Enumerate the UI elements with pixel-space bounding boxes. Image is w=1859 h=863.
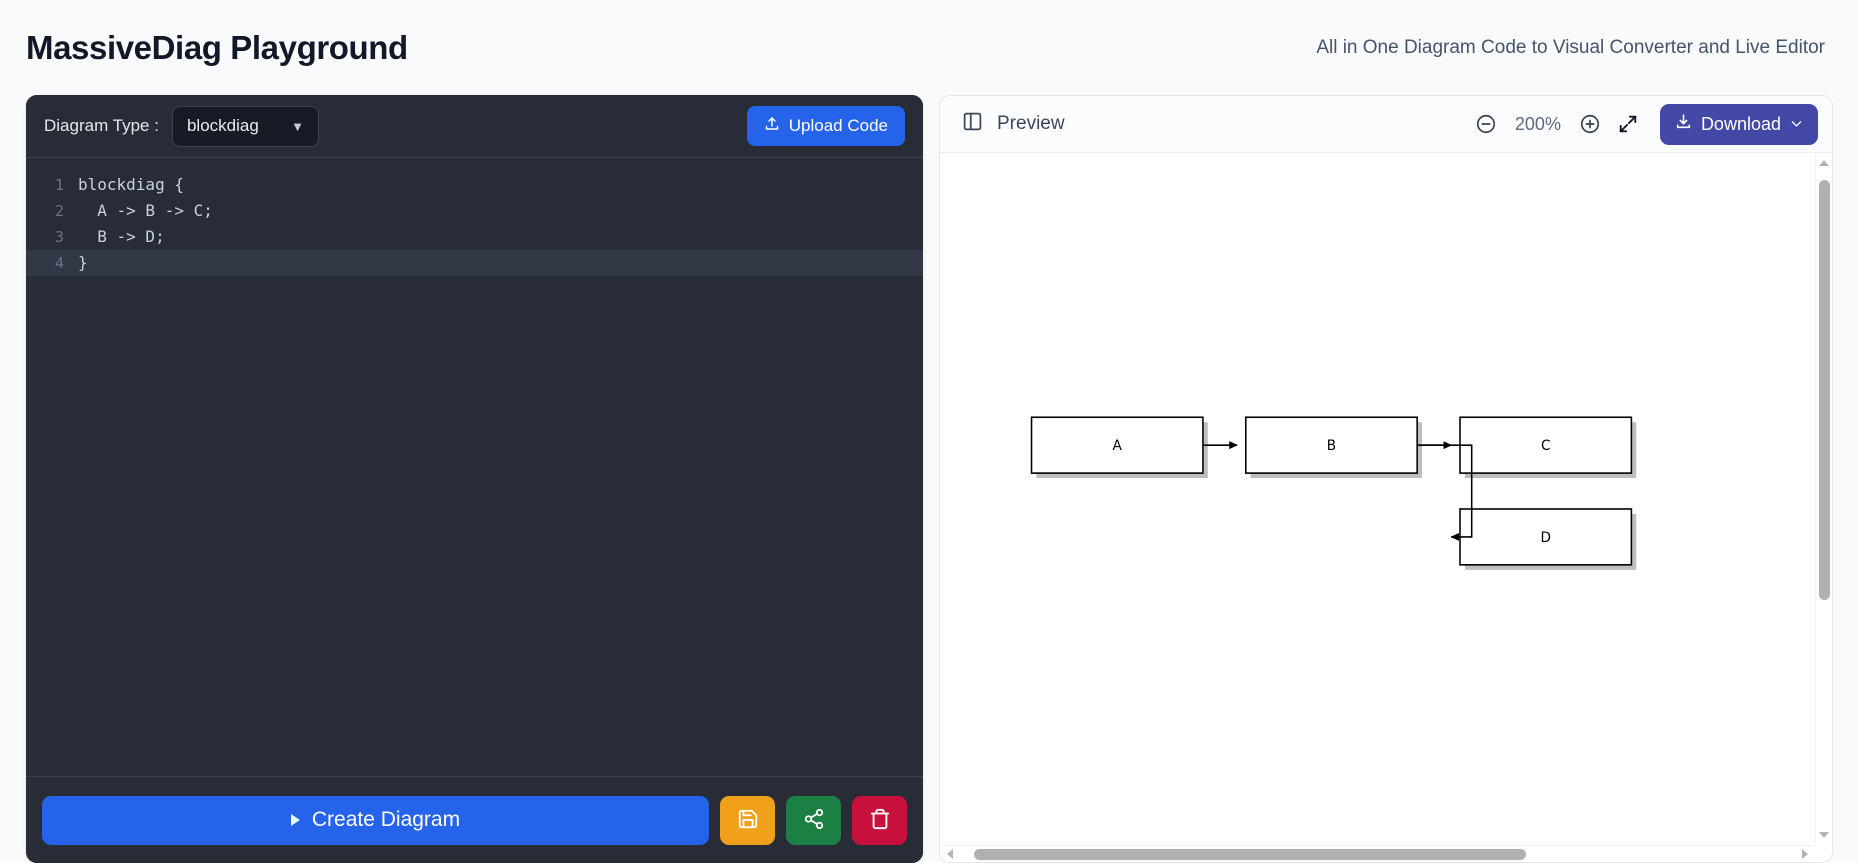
preview-title: Preview — [997, 113, 1065, 134]
download-button[interactable]: Download — [1659, 103, 1818, 145]
create-diagram-button[interactable]: Create Diagram — [42, 795, 709, 845]
panel-layout-icon[interactable] — [962, 111, 983, 137]
diagram-node-A: A — [1030, 416, 1204, 474]
line-number: 4 — [54, 254, 64, 272]
diagram-node-C: C — [1459, 416, 1633, 474]
editor-pane: Diagram Type : blockdiag ▼ Upload Code 1… — [26, 95, 923, 863]
download-icon — [1675, 113, 1692, 135]
preview-header: Preview 200% — [940, 96, 1832, 153]
upload-code-button[interactable]: Upload Code — [746, 106, 905, 146]
blockdiag-rendered-diagram: A B C D — [1030, 416, 1637, 570]
editor-toolbar: Diagram Type : blockdiag ▼ Upload Code — [26, 95, 923, 157]
diagram-edge-B-D — [1417, 444, 1473, 541]
diagram-node-B: B — [1244, 416, 1418, 474]
download-label: Download — [1700, 113, 1781, 134]
line-text: blockdiag { — [78, 175, 184, 194]
scroll-down-arrow-icon[interactable] — [1819, 832, 1829, 838]
line-text: A -> B -> C; — [78, 201, 213, 220]
scroll-up-arrow-icon[interactable] — [1819, 160, 1829, 166]
diagram-type-group: Diagram Type : blockdiag ▼ — [44, 105, 319, 147]
diagram-type-value: blockdiag — [186, 116, 259, 135]
node-label: A — [1113, 438, 1123, 454]
floppy-disk-icon — [737, 808, 759, 833]
horizontal-scroll-thumb[interactable] — [974, 849, 1526, 860]
fullscreen-button[interactable] — [1616, 112, 1640, 136]
delete-button[interactable] — [852, 795, 907, 845]
zoom-out-button[interactable] — [1474, 112, 1498, 136]
diagram-type-select[interactable]: blockdiag ▼ — [171, 105, 319, 147]
create-diagram-label: Create Diagram — [311, 808, 461, 831]
save-button[interactable] — [720, 795, 775, 845]
zoom-level: 200% — [1514, 113, 1561, 134]
scroll-left-arrow-icon[interactable] — [947, 849, 953, 859]
upload-icon — [764, 116, 780, 137]
preview-toolbar: 200% — [1474, 103, 1818, 145]
scroll-right-arrow-icon[interactable] — [1802, 849, 1808, 859]
line-number: 3 — [54, 228, 64, 246]
chevron-down-icon: ▼ — [291, 118, 304, 134]
app-tagline: All in One Diagram Code to Visual Conver… — [1316, 36, 1825, 58]
node-label: C — [1541, 438, 1551, 454]
chevron-down-icon — [1790, 114, 1803, 135]
play-icon — [290, 814, 300, 826]
code-editor[interactable]: 1 blockdiag { 2 A -> B -> C; 3 B -> D; 4… — [26, 157, 923, 777]
vertical-scroll-thumb[interactable] — [1819, 180, 1830, 600]
page-title: MassiveDiag Playground — [26, 28, 408, 66]
editor-action-bar: Create Diagram — [26, 777, 923, 863]
line-text: B -> D; — [78, 227, 165, 246]
share-button[interactable] — [786, 795, 841, 845]
node-label: D — [1540, 530, 1550, 546]
code-line[interactable]: 2 A -> B -> C; — [26, 198, 923, 224]
trash-icon — [869, 808, 891, 833]
line-number: 2 — [54, 202, 64, 220]
diagram-node-D: D — [1459, 508, 1633, 566]
line-text: } — [78, 253, 88, 272]
code-line[interactable]: 1 blockdiag { — [26, 172, 923, 198]
diagram-canvas-inner: A B C D — [940, 153, 1832, 862]
line-number: 1 — [54, 176, 64, 194]
vertical-scrollbar[interactable] — [1815, 153, 1832, 845]
preview-pane: Preview 200% — [939, 95, 1833, 863]
share-nodes-icon — [803, 808, 825, 833]
workspace: Diagram Type : blockdiag ▼ Upload Code 1… — [0, 95, 1859, 863]
upload-code-label: Upload Code — [788, 116, 888, 135]
app-header: MassiveDiag Playground All in One Diagra… — [0, 0, 1859, 95]
horizontal-scrollbar[interactable] — [940, 845, 1815, 862]
code-line-active[interactable]: 4 } — [26, 250, 923, 276]
node-label: B — [1327, 438, 1336, 454]
preview-title-group: Preview — [962, 111, 1065, 137]
diagram-canvas[interactable]: A B C D — [940, 153, 1832, 862]
zoom-in-button[interactable] — [1578, 112, 1602, 136]
diagram-type-label: Diagram Type : — [44, 116, 159, 135]
code-line[interactable]: 3 B -> D; — [26, 224, 923, 250]
